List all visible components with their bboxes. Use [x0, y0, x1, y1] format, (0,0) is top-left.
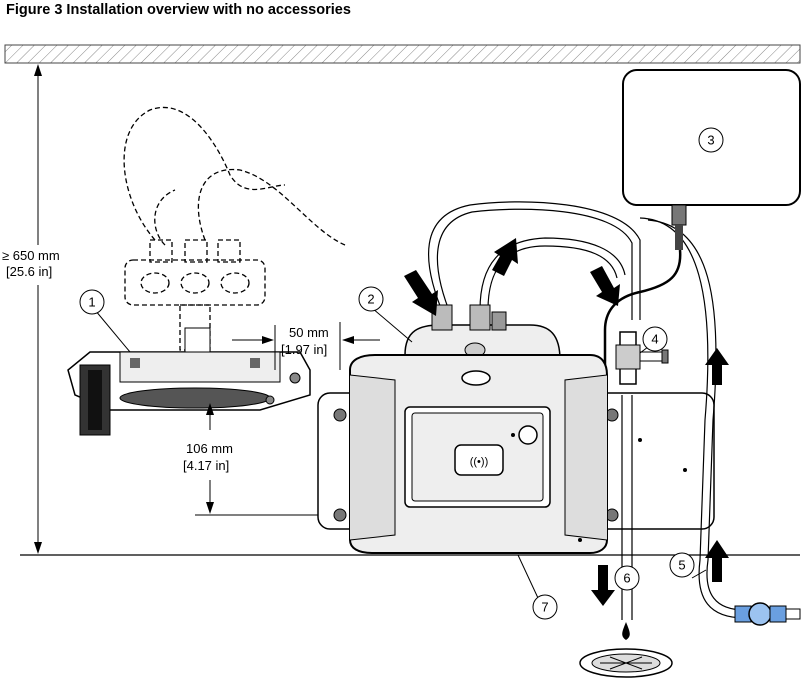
side-label-in: [1.97 in]	[281, 342, 327, 357]
controller-cable	[603, 249, 682, 440]
side-dimension: 50 mm [1.97 in]	[232, 322, 380, 370]
floor-drain-icon	[579, 648, 673, 678]
height-label: ≥ 650 mm	[2, 248, 60, 263]
callout-leaders	[94, 307, 707, 599]
bottom-label: 106 mm	[186, 441, 233, 456]
ghost-sensor-outline	[123, 107, 346, 351]
figure-title: Figure 3 Installation overview with no a…	[6, 2, 351, 18]
svg-text:7: 7	[541, 600, 548, 615]
callout-5: 5	[669, 552, 695, 578]
rfid-icon: ((•))	[470, 456, 489, 468]
height-dimension: ≥ 650 mm [25.6 in]	[0, 64, 78, 554]
svg-text:1: 1	[88, 295, 95, 310]
bottom-dimension: 106 mm [4.17 in]	[183, 403, 340, 516]
water-drop-icon	[622, 622, 630, 640]
svg-text:2: 2	[367, 292, 374, 307]
callout-6: 6	[614, 565, 640, 591]
callout-4: 4	[642, 326, 668, 352]
analyzer-top-cap	[404, 304, 561, 361]
sensor-mount	[67, 327, 311, 436]
ceiling	[4, 44, 801, 64]
callout-7: 7	[532, 594, 558, 620]
height-label-in: [25.6 in]	[6, 264, 52, 279]
analyzer-body: ((•))	[349, 354, 608, 554]
ball-valve-icon	[734, 602, 801, 626]
controller	[622, 69, 801, 250]
svg-text:3: 3	[707, 133, 714, 148]
callout-2: 2	[358, 286, 384, 312]
callout-1: 1	[79, 289, 105, 315]
svg-text:6: 6	[623, 571, 630, 586]
svg-text:4: 4	[651, 332, 658, 347]
side-label: 50 mm	[289, 325, 329, 340]
svg-text:5: 5	[678, 558, 685, 573]
callout-3: 3	[698, 127, 724, 153]
tee-fitting	[615, 331, 669, 385]
bottom-label-in: [4.17 in]	[183, 458, 229, 473]
arrow-icon	[404, 238, 729, 606]
